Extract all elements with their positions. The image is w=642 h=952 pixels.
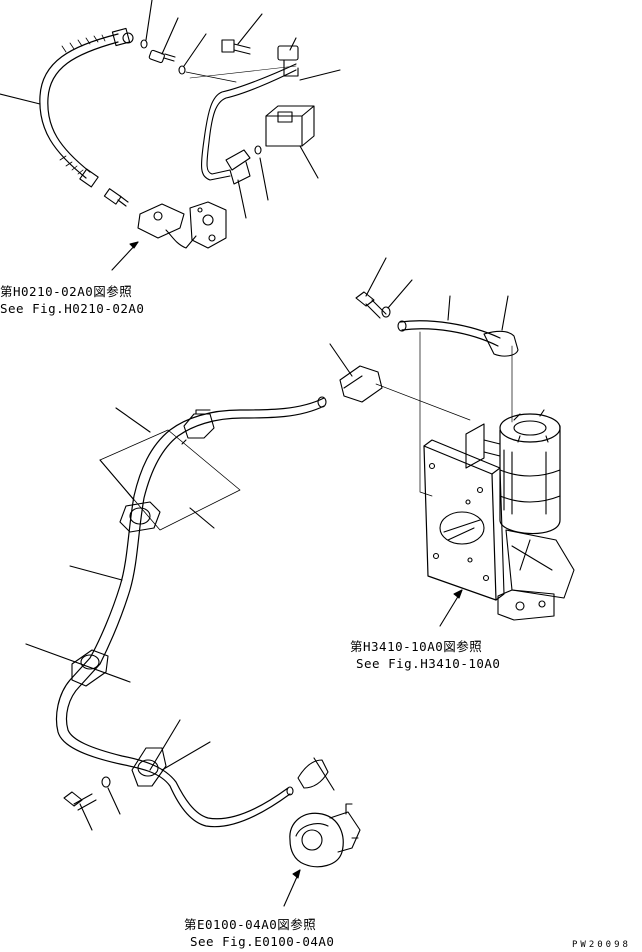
arrow-ref-h3410	[439, 589, 463, 627]
reference-e0100-jp: 第E0100-04A0図参照	[184, 917, 317, 932]
motor-unit-bottom	[289, 803, 361, 868]
fitting-parts-top	[103, 39, 227, 249]
clamps	[71, 409, 215, 787]
main-tube	[55, 396, 327, 828]
bolt-washer-bottom	[63, 776, 121, 831]
reference-h0210-jp: 第H0210-02A0図参照	[0, 284, 133, 299]
cap-fitting-bottom	[297, 757, 335, 791]
reference-h0210-en: See Fig.H0210-02A0	[0, 301, 145, 316]
thin-tube-top	[185, 63, 297, 181]
reference-h3410-en: See Fig.H3410-10A0	[356, 656, 501, 671]
arrow-ref-h0210	[111, 241, 139, 271]
flexible-hose-top	[39, 27, 134, 188]
tube-right-top	[397, 295, 519, 357]
drawing-code: PW20098	[572, 940, 631, 950]
bolt-washer-right	[355, 257, 413, 319]
leader-lines-middle	[25, 407, 241, 771]
elbow-fitting-right	[329, 343, 471, 421]
bolt-and-clip-top	[221, 39, 315, 147]
arrow-ref-e0100	[283, 869, 301, 907]
reference-h3410-jp: 第H3410-10A0図参照	[350, 639, 483, 654]
pump-unit	[419, 331, 575, 621]
reference-e0100-en: See Fig.E0100-04A0	[190, 934, 335, 949]
leader-lines-top	[0, 0, 341, 219]
adapter-top	[225, 145, 262, 185]
